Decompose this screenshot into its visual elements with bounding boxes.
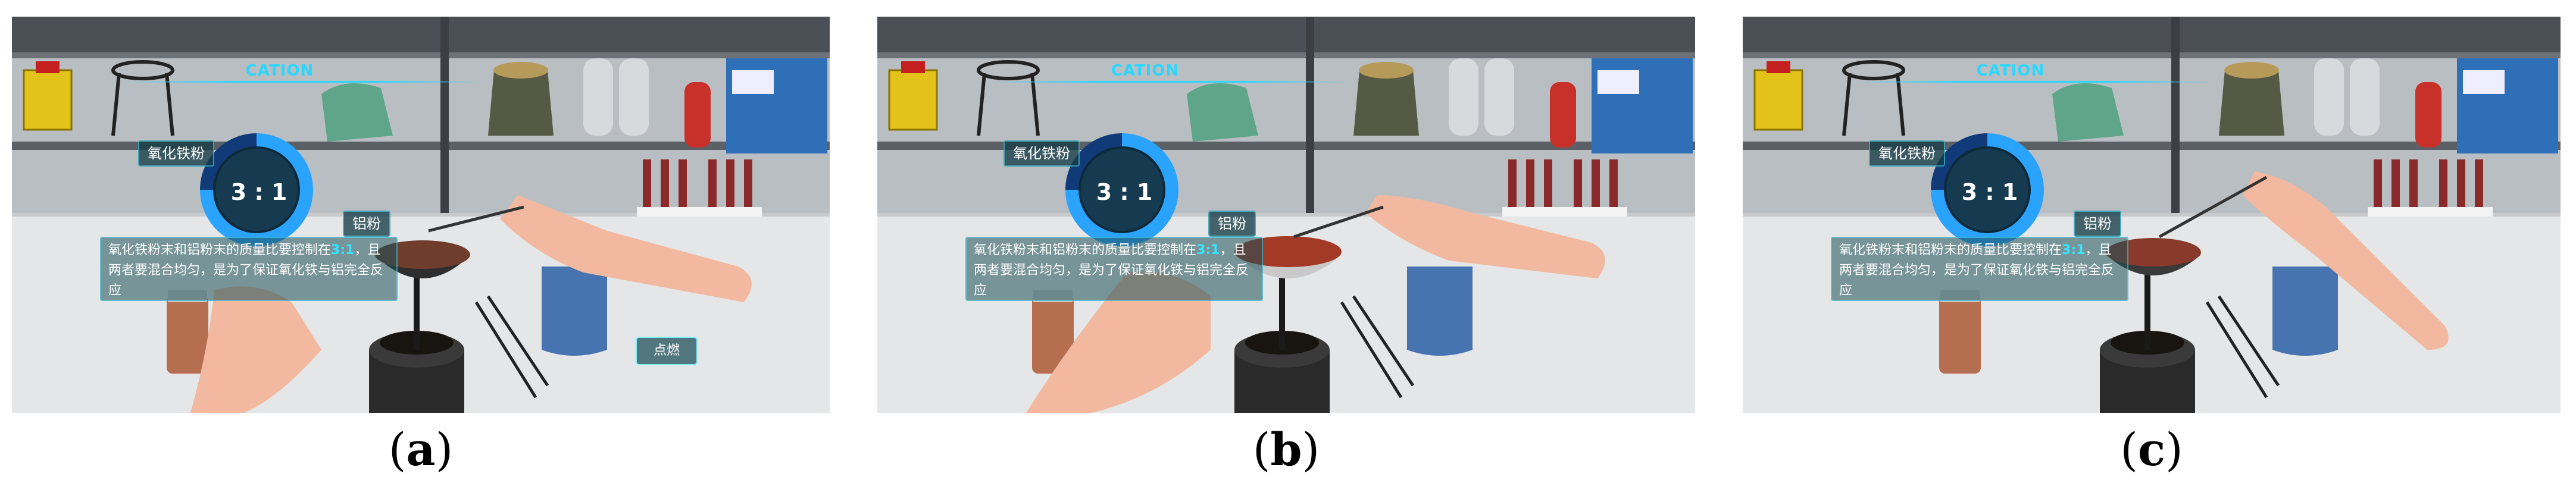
lab-scene-c bbox=[1743, 17, 2561, 413]
label-aluminum: 铝粉 bbox=[343, 211, 390, 237]
panel-a: CATION 3 : 1 氧化铁粉 铝粉 氧化铁粉末和铝粉末的质量比要控制在3:… bbox=[12, 17, 830, 413]
hud-title-underline bbox=[990, 81, 1348, 83]
ratio-ring-center: 3 : 1 bbox=[213, 146, 300, 233]
info-ratio: 3:1 bbox=[2062, 243, 2086, 258]
info-text-before: 氧化铁粉末和铝粉末的质量比要控制在 bbox=[974, 243, 1197, 258]
label-aluminum: 铝粉 bbox=[2074, 211, 2121, 237]
info-text-after: ，且两者要混合均匀，是为了保证氧化铁与铝完全反应 bbox=[108, 243, 384, 298]
panel-b: CATION 3 : 1 氧化铁粉 铝粉 氧化铁粉末和铝粉末的质量比要控制在3:… bbox=[877, 17, 1695, 413]
ratio-text: 3 : 1 bbox=[1096, 179, 1153, 205]
ratio-text: 3 : 1 bbox=[1961, 179, 2018, 205]
ratio-ring: 3 : 1 bbox=[1931, 133, 2044, 246]
label-iron-oxide: 氧化铁粉 bbox=[1003, 140, 1080, 167]
info-text-after: ，且两者要混合均匀，是为了保证氧化铁与铝完全反应 bbox=[974, 243, 1249, 298]
label-iron-oxide: 氧化铁粉 bbox=[1869, 140, 1945, 167]
info-text-after: ，且两者要混合均匀，是为了保证氧化铁与铝完全反应 bbox=[1839, 243, 2115, 298]
ratio-ring: 3 : 1 bbox=[200, 133, 313, 246]
hud-title-underline bbox=[125, 81, 482, 83]
lab-scene-b bbox=[877, 17, 1695, 413]
hud-title-underline bbox=[1856, 81, 2213, 83]
ratio-ring-center: 3 : 1 bbox=[1944, 146, 2031, 233]
info-text-before: 氧化铁粉末和铝粉末的质量比要控制在 bbox=[108, 243, 332, 258]
caption-b: (b) bbox=[1252, 423, 1320, 476]
ratio-ring: 3 : 1 bbox=[1065, 133, 1178, 246]
ignite-button[interactable]: 点燃 bbox=[636, 337, 698, 365]
info-box: 氧化铁粉末和铝粉末的质量比要控制在3:1，且两者要混合均匀，是为了保证氧化铁与铝… bbox=[965, 237, 1263, 301]
hud-title: CATION bbox=[1976, 62, 2045, 80]
ratio-ring-center: 3 : 1 bbox=[1078, 146, 1165, 233]
info-box: 氧化铁粉末和铝粉末的质量比要控制在3:1，且两者要混合均匀，是为了保证氧化铁与铝… bbox=[1831, 237, 2128, 301]
lab-scene-a bbox=[12, 17, 830, 413]
info-ratio: 3:1 bbox=[331, 243, 355, 258]
caption-c: (c) bbox=[2120, 423, 2183, 476]
info-ratio: 3:1 bbox=[1196, 243, 1220, 258]
hud-title: CATION bbox=[1111, 62, 1180, 80]
label-iron-oxide: 氧化铁粉 bbox=[138, 140, 214, 167]
caption-a: (a) bbox=[388, 423, 454, 476]
info-text-before: 氧化铁粉末和铝粉末的质量比要控制在 bbox=[1839, 243, 2062, 258]
info-box: 氧化铁粉末和铝粉末的质量比要控制在3:1，且两者要混合均匀，是为了保证氧化铁与铝… bbox=[100, 237, 398, 301]
ratio-text: 3 : 1 bbox=[230, 179, 287, 205]
label-aluminum: 铝粉 bbox=[1208, 211, 1256, 237]
hud-title: CATION bbox=[245, 62, 314, 80]
panel-c: CATION 3 : 1 氧化铁粉 铝粉 氧化铁粉末和铝粉末的质量比要控制在3:… bbox=[1743, 17, 2561, 413]
